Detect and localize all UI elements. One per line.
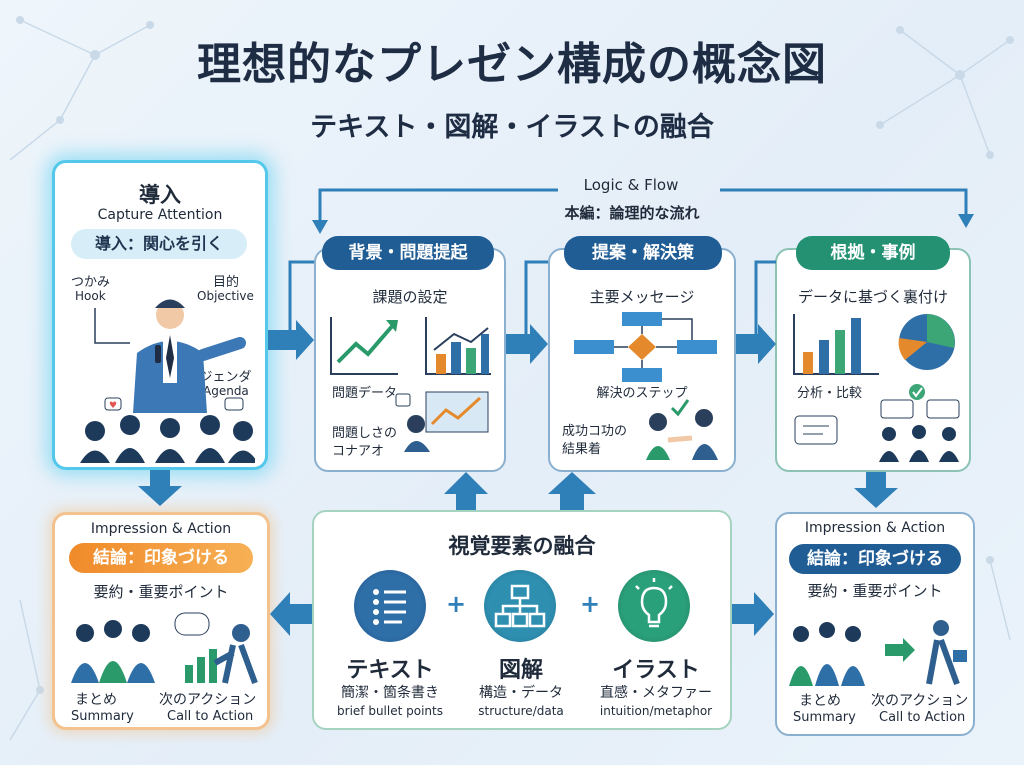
problem-charts-illustration	[330, 317, 491, 452]
action-label-left-jp: 次のアクション	[159, 692, 257, 708]
problem-issue-label-2: コナアオ	[332, 444, 385, 459]
flow-label-jp: 本編：論理的な流れ	[564, 204, 700, 222]
background-heading: 課題の設定	[372, 288, 448, 306]
conclusion-left-heading: 要約・重要ポイント	[93, 583, 229, 601]
logic-flow-arrow	[312, 188, 974, 234]
summary-action-illustration	[71, 612, 258, 685]
background-panel: 課題の設定 問題データ 問題しさの コナアオ	[314, 248, 506, 472]
summary-label-right-en: Summary	[793, 710, 856, 725]
conclusion-left-panel: Impression & Action 結論：印象づける 要約・重要ポイント ま…	[52, 512, 270, 730]
hook-label-jp: つかみ	[71, 275, 111, 290]
proposal-pill: 提案・解決策	[564, 236, 722, 270]
visual-item-diagram-jp: 図解	[498, 658, 543, 683]
summary-label-left-jp: まとめ	[75, 692, 117, 708]
problem-data-label: 問題データ	[332, 386, 398, 401]
speaker-illustration: ♥	[80, 299, 255, 463]
visual-item-text-jp: テキスト	[346, 658, 434, 683]
proposal-heading: 主要メッセージ	[589, 288, 695, 306]
objective-label-en: Objective	[197, 289, 254, 303]
summary-label-left-en: Summary	[71, 709, 134, 724]
visual-item-diagram-en: structure/data	[478, 704, 564, 718]
solution-steps-label: 解決のステップ	[596, 386, 688, 401]
lightbulb-icon	[618, 570, 690, 642]
problem-issue-label-1: 問題しさの	[332, 426, 398, 441]
background-pill: 背景・問題提起	[322, 236, 494, 270]
flow-label-en: Logic & Flow	[583, 176, 679, 194]
visual-item-diagram-sub: 構造・データ	[479, 685, 563, 701]
plus-sign-2: +	[580, 590, 601, 618]
visual-item-text-en: brief bullet points	[337, 704, 443, 718]
objective-label-jp: 目的	[213, 275, 240, 290]
success-result-label-1: 成功コ功の	[562, 424, 628, 439]
visual-fusion-panel: 視覚要素の融合 + + テキスト 簡潔・箇条書き brief bullet po…	[312, 510, 732, 730]
summary-label-right-jp: まとめ	[799, 693, 841, 709]
conclusion-right-heading: 要約・重要ポイント	[807, 582, 943, 600]
conclusion-left-title: Impression & Action	[90, 521, 232, 537]
intro-pill: 導入：関心を引く	[71, 229, 247, 259]
plus-sign-1: +	[446, 590, 467, 618]
visual-item-illust-jp: イラスト	[612, 658, 700, 683]
agenda-label-en: Agenda	[203, 384, 249, 398]
evidence-heading: データに基づく裏付け	[797, 288, 948, 306]
evidence-charts-illustration	[793, 314, 960, 462]
intro-panel: 導入 Capture Attention 導入：関心を引く つかみ Hook 目…	[52, 160, 268, 470]
conclusion-left-pill: 結論：印象づける	[69, 543, 253, 573]
intro-title: 導入	[139, 183, 181, 207]
visual-item-illust-sub: 直感・メタファー	[600, 685, 712, 701]
analysis-label: 分析・比較	[797, 386, 863, 401]
action-label-right-en: Call to Action	[879, 710, 966, 725]
page-title: 理想的なプレゼン構成の概念図	[197, 39, 827, 90]
svg-text:♥: ♥	[109, 401, 117, 411]
proposal-panel: 主要メッセージ 解決のステップ 成功コ功の 結果着	[548, 248, 736, 472]
hook-label-en: Hook	[75, 289, 106, 303]
summary-action-right-illustration	[789, 620, 967, 686]
action-label-left-en: Call to Action	[167, 709, 254, 724]
visual-item-text-sub: 簡潔・箇条書き	[341, 685, 439, 701]
intro-subtitle: Capture Attention	[97, 207, 223, 223]
solution-flowchart-illustration	[574, 312, 718, 460]
org-chart-icon	[484, 570, 556, 642]
conclusion-right-panel: Impression & Action 結論：印象づける 要約・重要ポイント ま…	[775, 512, 975, 736]
page-subtitle: テキスト・図解・イラストの融合	[310, 112, 714, 143]
conclusion-right-pill: 結論：印象づける	[789, 544, 961, 574]
action-label-right-jp: 次のアクション	[871, 693, 969, 709]
bullet-list-icon	[354, 570, 426, 642]
visual-fusion-title: 視覚要素の融合	[448, 534, 596, 558]
visual-item-illust-en: intuition/metaphor	[599, 704, 713, 718]
evidence-panel: データに基づく裏付け 分析・比較	[775, 248, 971, 472]
success-result-label-2: 結果着	[562, 442, 602, 457]
evidence-pill: 根拠・事例	[796, 236, 950, 270]
conclusion-right-title: Impression & Action	[804, 520, 946, 536]
